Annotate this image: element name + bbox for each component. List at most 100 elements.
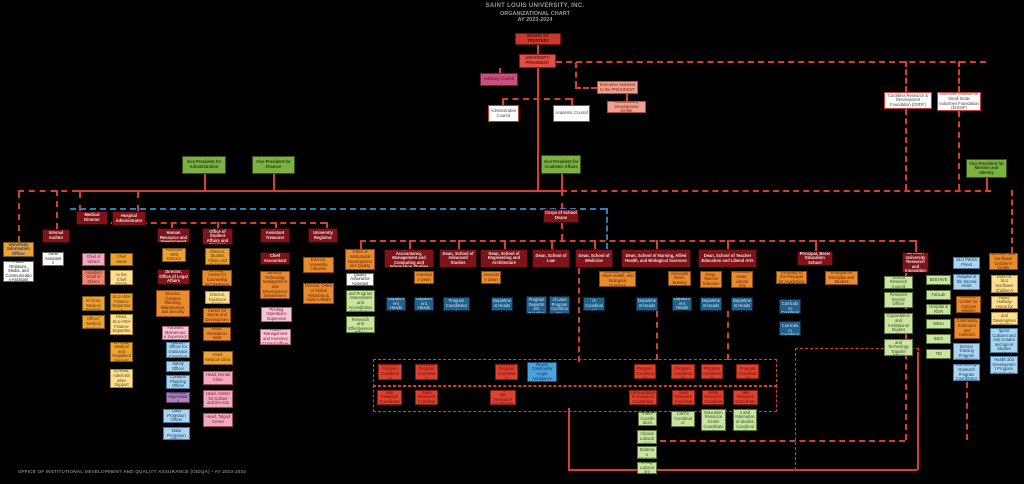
hospital-ror-unit: Hospital & ROR — [926, 304, 951, 315]
extension-program-coordinator-2: Extension Program Coordinator — [415, 364, 438, 380]
associate-dean-teacher-education: Associate Dean, Teacher Education — [700, 271, 722, 288]
slu-clinical-laboratories: SLU Clinical Laboratories — [637, 430, 657, 444]
nursing-department-heads-2: Department Heads — [672, 297, 692, 311]
connector-line — [79, 192, 81, 211]
connector-line — [273, 174, 275, 190]
undergraduate-research-coordinator-7: Undergraduate Research Coordinator — [733, 390, 758, 405]
connector-line — [18, 190, 78, 192]
connector-line — [578, 268, 580, 362]
master-of-laws-program-coordinator: Master of Laws Program Coordinator — [549, 296, 570, 314]
inclusive-education-resource-coordinator: Inclusive Education Resource Center Coor… — [701, 409, 726, 431]
connector-line — [660, 440, 905, 442]
executive-assistant-to-president: Executive Assistant to the PRESIDENT — [597, 81, 638, 94]
connector-line — [626, 93, 628, 101]
connector-line — [204, 174, 206, 190]
vp-administration: Vice President for Administration — [182, 156, 226, 174]
community-outreach-coordinator: Community Outreach Program Coordinator — [953, 364, 980, 381]
center-head-halfway-home: Center Head, Halfway Home for Boys — [991, 296, 1018, 309]
head-medical-clinic: Head, Medical Clinic — [203, 351, 233, 365]
assistant-director-sunflower: Assistant Director, SLU Sunflower Childr… — [991, 275, 1018, 293]
assistant-principal-academics: Assistant to the Principal for Academics — [776, 271, 807, 284]
assistant-head-hospital-finance: Assistant Head, SLU-HSH Finance Departme… — [110, 314, 133, 335]
connector-line — [504, 240, 506, 249]
head-dental-clinic: Head, Dental Clinic — [203, 371, 233, 385]
printing-operations-supervisor: Printing Operations Supervisor — [261, 307, 292, 322]
associate-dean-nursing: Associate Dean, Nursing — [668, 271, 691, 286]
assistant-to-chief-nurse: Assistant to the Chief Nurse — [110, 270, 133, 285]
head-talged-center: Head, Talged Center — [203, 413, 233, 427]
connector-line — [575, 62, 577, 87]
connector-line — [537, 68, 539, 190]
institutional-research-officer: Institutional Research and Effectiveness… — [346, 316, 375, 333]
pedagogical-development-center: Pedagogical and Development Center — [991, 312, 1018, 325]
undergraduate-research-coordinator-4: Undergraduate Research Coordinator — [629, 390, 657, 405]
connector-line — [966, 382, 968, 440]
connector-line — [18, 192, 20, 242]
bsis-unit: BSIS — [926, 334, 951, 344]
director-global-relations-alumni: Director, Office of Global Relations & A… — [303, 283, 334, 304]
director-technology-management: Director, Technology Management and Deve… — [260, 271, 290, 299]
connector-line — [360, 240, 362, 249]
connector-line — [56, 190, 58, 229]
liaison-officer-outsourced: Liaison Officer for Outsourced Services — [166, 342, 190, 358]
undergraduate-research-coordinator-3: Undergraduate Research Coordinator — [490, 390, 516, 405]
beehive-unit: BEEHIVE — [926, 275, 951, 285]
connector-line — [606, 208, 608, 249]
director-campus-planning: Director, Campus Planning, Maintenance, … — [156, 290, 190, 317]
dean-teacher-education: Dean, School of Teacher Education and Li… — [698, 249, 757, 268]
sea-associate-dean: Associate Dean — [481, 271, 501, 284]
samcis-associate-dean: Associate Dean — [414, 271, 434, 284]
assistant-director-guidance: Assistant Director, Guidance Center — [205, 291, 230, 304]
connector-line — [91, 222, 326, 224]
board-of-trustees: BOARD OF TRUSTEES — [515, 33, 561, 45]
research-capacitation-officer: Research Capacitation and Institutional … — [884, 313, 913, 334]
training-officer-medical-services: Training Officer, Medical Services — [82, 315, 105, 329]
connector-line — [561, 190, 991, 192]
connector-line — [360, 240, 915, 242]
crdf-foundation: Cordillera Research & Development Founda… — [884, 92, 932, 109]
intern-coordinators: Intern Coordinators — [638, 412, 657, 426]
connector-line — [568, 408, 570, 470]
university-president: UNIVERSITY PRESIDENT — [519, 54, 556, 68]
director-counseling-wellness: Director, Center for Counseling and Well… — [202, 270, 232, 286]
dean-advanced-studies: Dean, School of Advanced Studies — [439, 249, 477, 268]
samcis-department-heads-2: Department Heads — [414, 297, 434, 311]
connector-line — [409, 240, 411, 249]
assistant-treasurer: Assistant Treasurer — [260, 228, 290, 243]
connector-line — [556, 61, 986, 63]
chief-accountant: Chief Accountant — [260, 252, 290, 265]
innovation-technology-transfer-officer: Innovation and Technology Transfer Offic… — [884, 339, 913, 356]
quality-assurance-assistant: Quality Assurance Assistant — [346, 273, 374, 286]
medical-director: Medical Director — [76, 211, 108, 225]
connector-line — [905, 273, 907, 440]
head-hospital-finance: Head, SLU-HSH Finance Department — [110, 293, 133, 311]
stela-department-heads-1: Department Heads — [700, 297, 722, 311]
connector-line — [326, 222, 328, 228]
dean-medicine: Dean, School of Medicine — [575, 249, 613, 268]
connector-line — [561, 190, 563, 209]
department-head-admin-support: Department Head, Administrative Support … — [110, 369, 133, 388]
connector-line — [70, 208, 606, 210]
assistant-chief-of-clinics: Assistant Chief of Clinics — [82, 270, 105, 285]
dean-samcis: Dean, School of Accountancy, Management … — [384, 249, 434, 268]
administrative-council: Administrative Council — [488, 105, 519, 122]
connector-line — [727, 311, 729, 360]
undergraduate-research-coordinator-6: Undergraduate Research Coordinator — [702, 390, 724, 405]
vp-academic-affairs: Vice President for Academic Affairs — [541, 155, 581, 174]
academic-council: Academic Council — [553, 105, 590, 122]
director-sunflower-childrens-center: Director, SLU Sunflower Children's Cente… — [989, 253, 1018, 270]
sea-department-heads: Department Heads — [491, 297, 513, 311]
director-university-research: Director, University Research and Innova… — [902, 252, 929, 273]
connector-line — [795, 348, 919, 470]
connector-line — [373, 359, 777, 387]
connector-line — [915, 240, 917, 252]
connector-line — [656, 240, 658, 249]
medicine-department-coordinators: Department Coordinators — [583, 297, 605, 311]
connector-line — [958, 111, 960, 190]
university-registrar: University Registrar — [308, 228, 338, 243]
chart-footer-caption: OFFICE OF INSTITUTIONAL DEVELOPMENT AND … — [18, 469, 247, 474]
chief-of-clinics: Chief of Clinics — [82, 253, 105, 266]
audit-assistants: Audit Assistants — [42, 252, 64, 266]
assistant-data-protection-officer: Assistant Data Protection Officer — [163, 427, 190, 440]
